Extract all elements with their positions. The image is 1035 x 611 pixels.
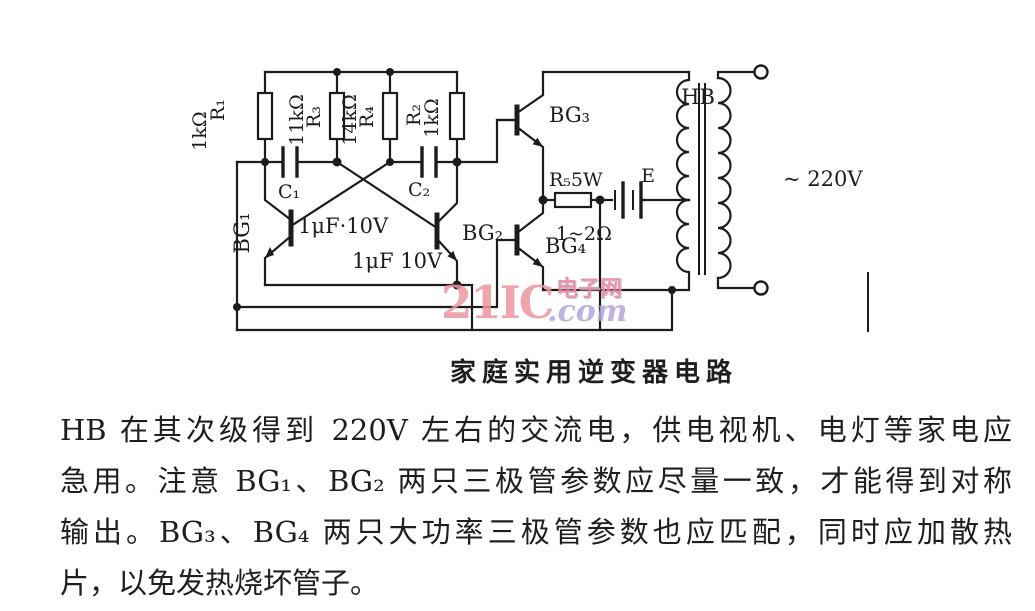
wire-bg4-base-feed (235, 238, 519, 309)
resistor-r3 (328, 91, 346, 141)
description-line-4: 片，以免发热烧坏管子。 (60, 566, 380, 600)
label-r1-value: 1kΩ (189, 111, 211, 150)
scan-artifact-line (867, 272, 869, 332)
junction-dot (386, 68, 394, 76)
secondary-lead-top (716, 70, 757, 80)
wire-bg4-collector (515, 198, 545, 235)
figure-caption: 家庭实用逆变器电路 (450, 358, 739, 388)
transistor-bg1-emitter-arrow (265, 247, 274, 258)
junction-dot (332, 157, 342, 167)
wire-emitter-rail (263, 283, 474, 332)
wire-bg1-collector (263, 160, 293, 222)
junction-dot (261, 158, 269, 166)
wire-bottom-rail (235, 288, 674, 332)
wire-bg2-collector (435, 160, 459, 225)
label-r2-name: R₂ (403, 104, 425, 126)
output-terminal-top (753, 64, 769, 80)
label-bg1: BG₁ (230, 212, 254, 253)
secondary-winding (716, 76, 732, 280)
label-r4-value: 14kΩ (339, 94, 361, 145)
label-r4-name: R₄ (356, 106, 378, 128)
label-output-voltage: ~ 220V (783, 167, 863, 191)
junction-dots (233, 68, 676, 311)
label-r1-name: R₁ (207, 99, 229, 121)
junction-dot (595, 195, 605, 205)
label-r5-name: R₅5W (549, 169, 603, 191)
wire-primary-bottom (541, 276, 691, 292)
transistor-bg4-emitter-arrow (532, 257, 543, 267)
primary-winding-bottom (675, 198, 691, 280)
output-terminal-bottom (753, 280, 769, 296)
junction-dot (233, 303, 241, 311)
battery-e (614, 181, 647, 219)
description-line-1: HB 在其次级得到 220V 左右的交流电，供电视机、电灯等家电应 (60, 413, 1012, 447)
resistor-r4 (381, 91, 399, 141)
wire-bg3-collector (515, 70, 545, 115)
junction-dot (452, 280, 462, 290)
secondary-lead-bottom (716, 276, 757, 290)
junction-dot (452, 157, 462, 167)
primary-winding-top (675, 70, 691, 202)
wire-cross-coupling-1 (335, 160, 439, 230)
resistor-r1 (256, 91, 274, 141)
capacitor-c1 (281, 146, 299, 178)
junction-dot (386, 158, 394, 166)
description-line-3: 输出。BG₃、BG₄ 两只大功率三极管参数也应匹配，同时应加散热 (60, 515, 1012, 549)
junction-dot (538, 195, 548, 205)
wire-bg3-emitter (515, 125, 545, 202)
label-r2-value: 1kΩ (421, 98, 443, 137)
resistor-r5 (553, 191, 593, 209)
wire-bg1-emitter (263, 234, 293, 287)
label-battery: E (641, 165, 655, 187)
label-c1-value: 1μF·10V (298, 214, 389, 238)
label-c1-name: C₁ (278, 181, 300, 203)
resistor-r2 (448, 91, 466, 141)
label-c2-value: 1μF 10V (352, 249, 443, 273)
label-r3-name: R₃ (303, 106, 325, 128)
junction-dot (333, 68, 341, 76)
wire-bg4-emitter (515, 245, 545, 292)
transistor-bg3-emitter-arrow (532, 137, 543, 147)
transistor-bg2-emitter-arrow (447, 250, 457, 261)
label-bg4: BG₄ (545, 234, 586, 258)
label-r3-value: 11kΩ (286, 94, 308, 145)
description-line-2: 急用。注意 BG₁、BG₂ 两只三极管参数应尽量一致，才能得到对称 (60, 464, 1012, 498)
power-stage-wires (495, 70, 691, 332)
label-transformer: HB (681, 85, 715, 109)
label-c2-name: C₂ (408, 179, 430, 201)
junction-dot (668, 286, 676, 294)
label-bg2: BG₂ (462, 221, 503, 245)
wire-cross-coupling-2 (289, 160, 392, 228)
capacitor-c2 (420, 146, 438, 178)
label-bg3: BG₃ (549, 103, 590, 127)
transformer-hb (675, 64, 769, 296)
label-r5-value: 1~2Ω (556, 223, 612, 245)
